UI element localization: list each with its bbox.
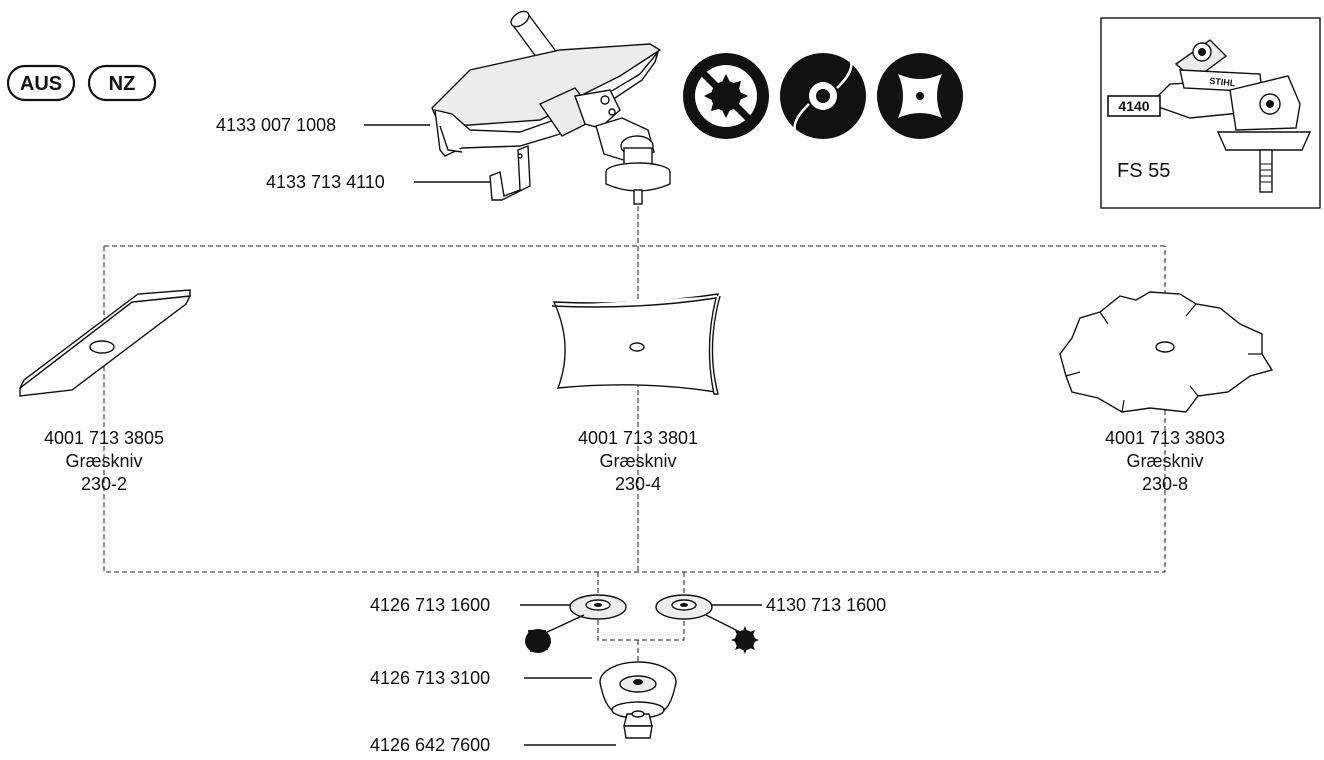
svg-text:230-8: 230-8 — [1142, 474, 1188, 494]
svg-text:Græskniv: Græskniv — [599, 451, 676, 471]
splined-bore-icon — [731, 626, 759, 654]
grass-blade-icon — [877, 53, 963, 139]
svg-text:Græskniv: Græskniv — [65, 451, 142, 471]
bracket-illustration — [489, 144, 531, 201]
svg-text:AUS: AUS — [20, 73, 62, 95]
svg-text:4001 713 3803: 4001 713 3803 — [1105, 428, 1225, 448]
part-label-deflector: 4133 007 1008 — [216, 115, 336, 135]
round-bore-icon — [525, 629, 551, 653]
region-badge-nz: NZ — [87, 64, 157, 102]
inset-fs55: STIHL 4140 FS 55 — [1100, 17, 1321, 209]
svg-text:4140: 4140 — [1118, 98, 1149, 114]
part-label-thrust-plate: 4126 713 3100 — [370, 668, 490, 688]
svg-text:4001 713 3805: 4001 713 3805 — [44, 428, 164, 448]
svg-text:Græskniv: Græskniv — [1126, 451, 1203, 471]
part-label-bracket: 4133 713 4110 — [266, 172, 385, 192]
connection-frame — [103, 206, 1166, 680]
svg-text:230-2: 230-2 — [81, 474, 127, 494]
thrust-washer-spline-illustration — [655, 594, 713, 620]
blade-230-8-illustration — [1059, 291, 1274, 413]
blade-230-2-illustration — [19, 289, 192, 397]
part-label-thrust-washer-spline: 4130 713 1600 — [766, 595, 886, 615]
blade-230-4-illustration — [551, 293, 721, 395]
svg-text:230-4: 230-4 — [615, 474, 661, 494]
blade-label-230-2: 4001 713 3805 Græskniv 230-2 — [44, 428, 164, 494]
region-badge-aus: AUS — [6, 64, 76, 102]
thrust-washer-round-illustration — [569, 594, 627, 620]
svg-text:NZ: NZ — [109, 73, 136, 95]
blade-label-230-4: 4001 713 3801 Græskniv 230-4 — [578, 428, 698, 494]
svg-text:STIHL: STIHL — [1209, 76, 1236, 89]
leader-lines — [364, 124, 762, 746]
thrust-plate-illustration — [599, 661, 677, 719]
no-saw-blade-icon — [683, 53, 769, 139]
svg-text:4001 713 3801: 4001 713 3801 — [578, 428, 698, 448]
part-label-thrust-washer-round: 4126 713 1600 — [370, 595, 490, 615]
deflector-gearbox-illustration — [431, 10, 671, 205]
part-label-nut: 4126 642 7600 — [370, 735, 490, 755]
trimmer-line-icon — [780, 53, 866, 139]
svg-text:FS 55: FS 55 — [1117, 160, 1170, 182]
blade-label-230-8: 4001 713 3803 Græskniv 230-8 — [1105, 428, 1225, 494]
nut-illustration — [623, 710, 653, 739]
